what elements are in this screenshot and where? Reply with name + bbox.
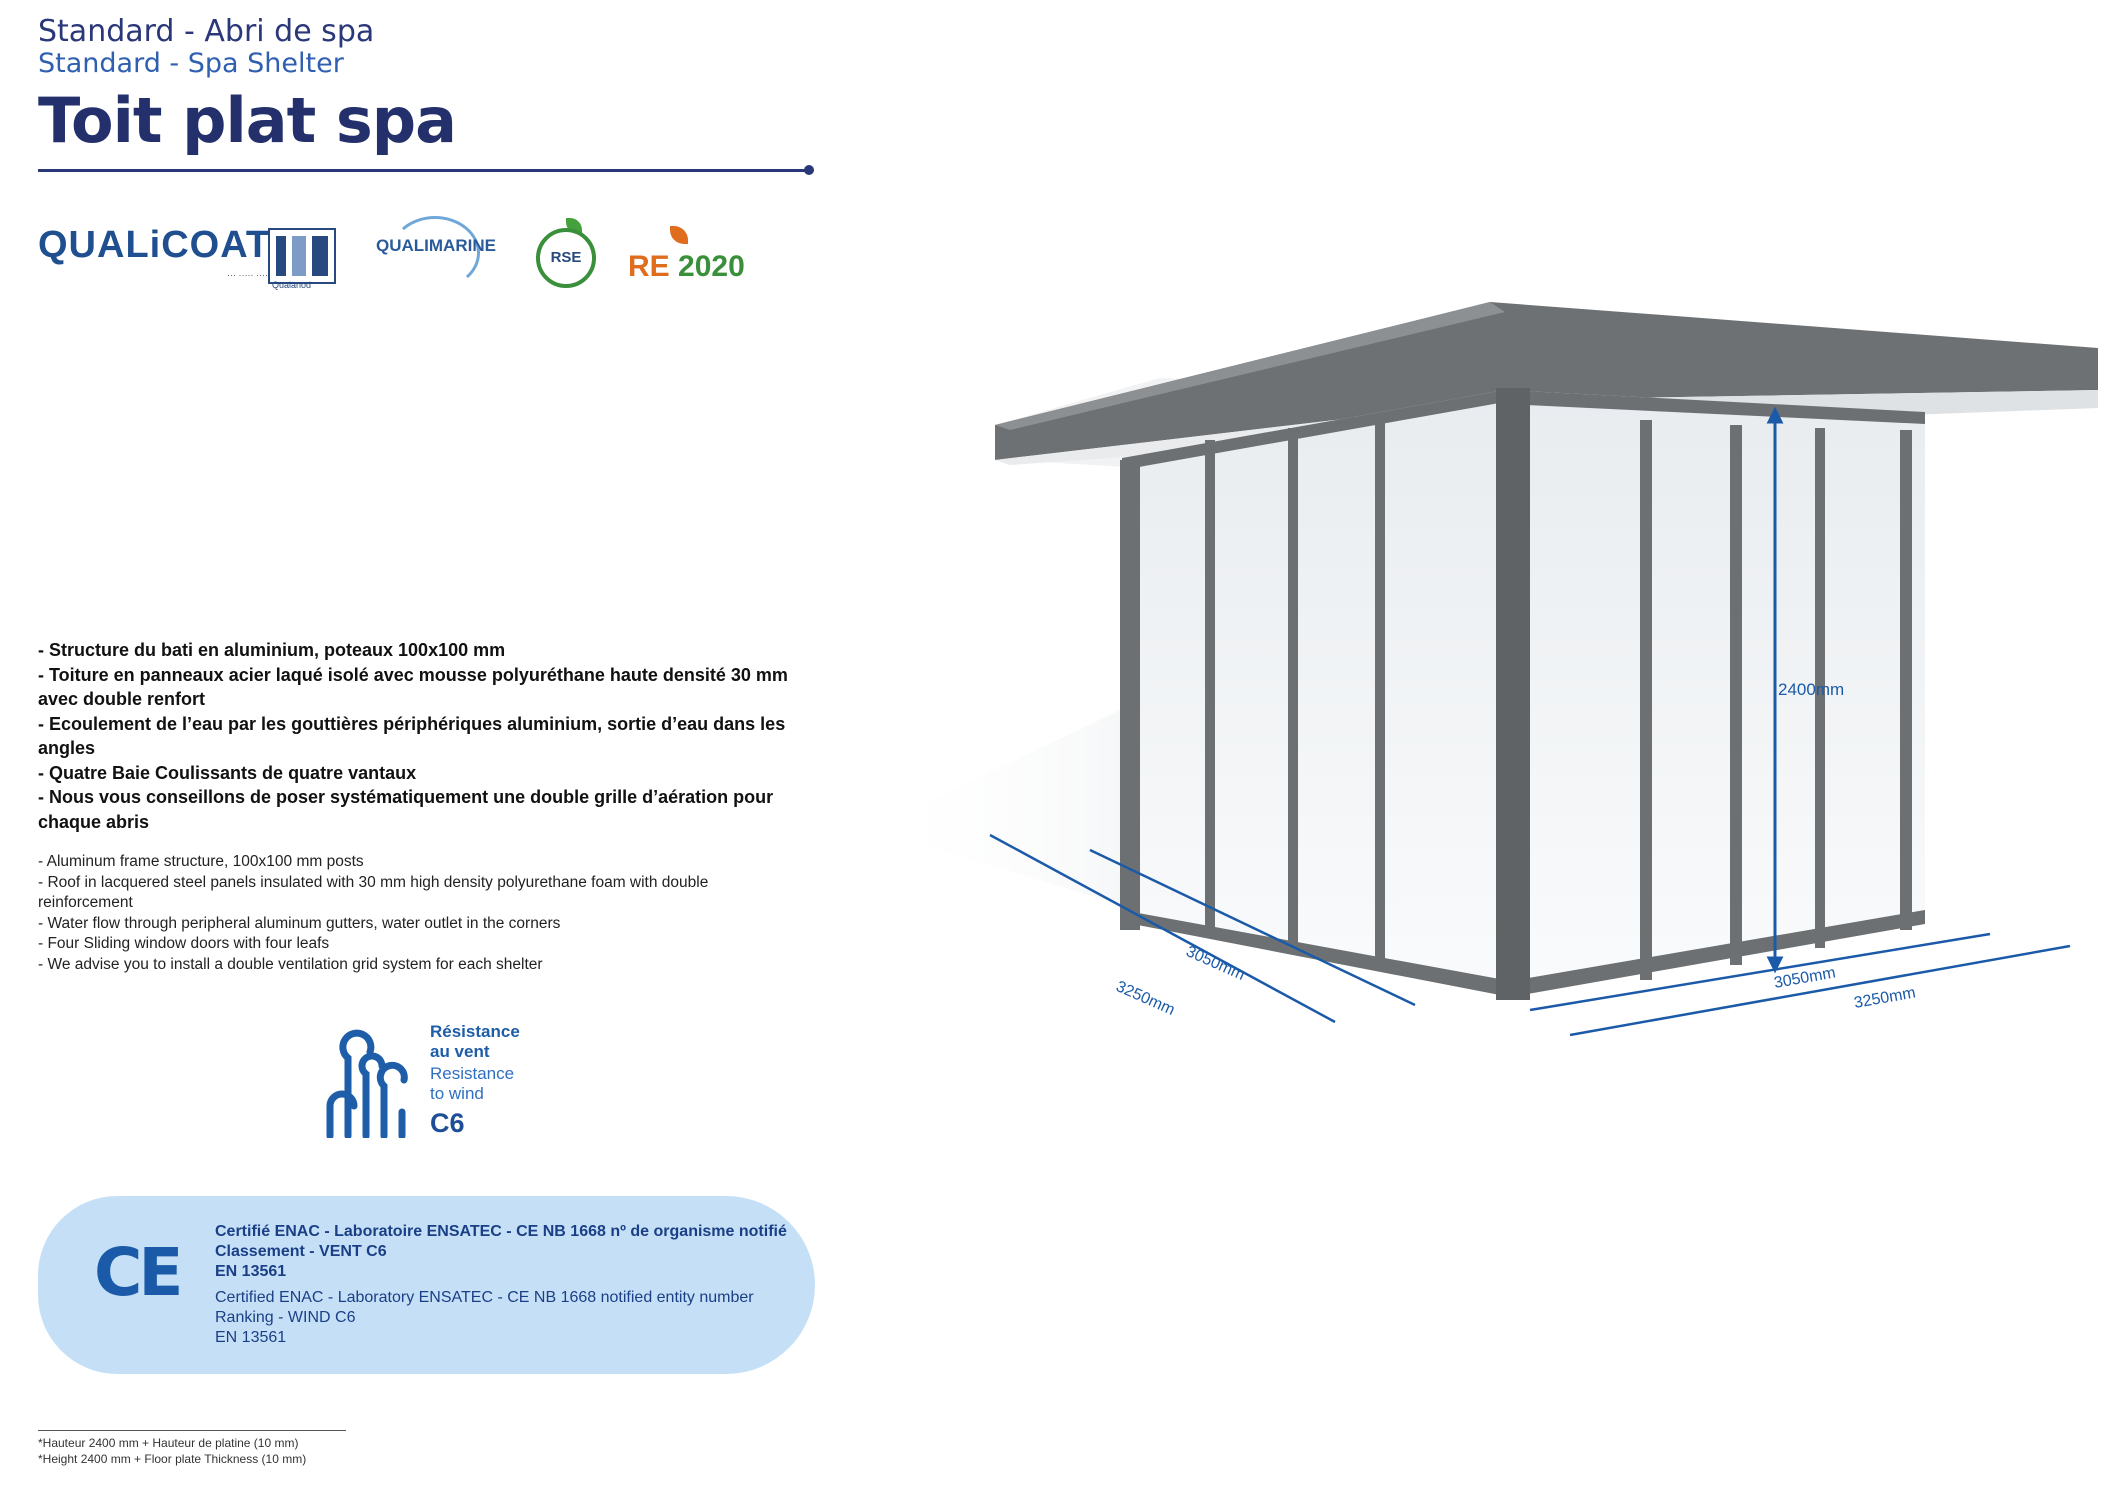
qualanod-logo xyxy=(268,228,336,284)
list-item: - Roof in lacquered steel panels insulat… xyxy=(38,873,709,912)
re2020-leaf-icon xyxy=(670,226,688,244)
left-wall xyxy=(1120,390,1505,996)
divider-dot xyxy=(804,165,814,175)
footnote-english: *Height 2400 mm + Floor plate Thickness … xyxy=(38,1452,307,1466)
re2020-logo-re: RE xyxy=(628,250,670,283)
ce-mark-icon: CE xyxy=(94,1234,184,1311)
re2020-logo-year: 2020 xyxy=(678,250,745,283)
list-item: - Structure du bati en aluminium, poteau… xyxy=(38,640,506,660)
cert-fr-line-3: EN 13561 xyxy=(215,1263,287,1280)
spa-shelter-drawing: 2400mm 3250mm 3050mm 3050mm 3250mm xyxy=(870,302,2098,1037)
features-list-french: - Structure du bati en aluminium, poteau… xyxy=(38,638,798,834)
wind-class: C6 xyxy=(430,1108,465,1138)
wind-label-english: Resistance to wind xyxy=(430,1064,514,1104)
right-outer-dimension: 3250mm xyxy=(1853,984,1917,1012)
cert-en-line-3: EN 13561 xyxy=(215,1329,287,1346)
footnote: *Hauteur 2400 mm + Hauteur de platine (1… xyxy=(38,1435,306,1467)
page-title: Toit plat spa xyxy=(38,84,457,157)
qualimarine-wave-icon xyxy=(390,216,480,290)
left-dimension-lines xyxy=(989,833,1416,1024)
list-item: - Water flow through peripheral aluminum… xyxy=(38,914,561,932)
footnote-french: *Hauteur 2400 mm + Hauteur de platine (1… xyxy=(38,1436,299,1450)
list-item: - Quatre Baie Coulissants de quatre vant… xyxy=(38,762,417,783)
wind-label-english-line2: to wind xyxy=(430,1084,484,1103)
right-dimension-lines xyxy=(1529,932,2071,1037)
list-item: - We advise you to install a double vent… xyxy=(38,955,543,973)
wind-label-french: Résistance au vent xyxy=(430,1022,520,1062)
subtitle-english: Standard - Spa Shelter xyxy=(38,48,344,79)
subtitle-french: Standard - Abri de spa xyxy=(38,14,375,49)
right-wall xyxy=(1505,390,1925,998)
left-outer-dimension: 3250mm xyxy=(1113,978,1177,1019)
list-item: - Ecoulement de l’eau par les gouttières… xyxy=(38,713,786,759)
wind-icon xyxy=(326,1029,408,1138)
features-list-english: - Aluminum frame structure, 100x100 mm p… xyxy=(38,852,798,975)
footnote-divider xyxy=(38,1430,346,1431)
list-item: - Toiture en panneaux acier laqué isolé … xyxy=(38,664,788,710)
list-item: - Nous vous conseillons de poser systéma… xyxy=(38,787,774,832)
height-label: 2400mm xyxy=(1778,680,1844,699)
rse-logo: RSE xyxy=(536,228,596,288)
corner-post xyxy=(1496,388,1530,1000)
height-dimension xyxy=(1766,406,1784,974)
ce-certification-text: Certifié ENAC - Laboratoire ENSATEC - CE… xyxy=(215,1222,815,1348)
qualicoat-logo: QUALiCOAT xyxy=(38,224,271,266)
left-inner-dimension: 3050mm xyxy=(1183,943,1247,984)
ce-certification-panel: CE Certifié ENAC - Laboratoire ENSATEC -… xyxy=(38,1196,815,1374)
title-divider xyxy=(38,169,810,172)
wind-label-french-line1: Résistance xyxy=(430,1022,520,1041)
list-item: - Four Sliding window doors with four le… xyxy=(38,935,330,952)
wind-resistance-badge: Résistance au vent Resistance to wind C6 xyxy=(322,1022,582,1142)
wind-label-french-line2: au vent xyxy=(430,1042,490,1061)
cert-en-line-1: Certified ENAC - Laboratory ENSATEC - CE… xyxy=(215,1289,754,1306)
list-item: - Aluminum frame structure, 100x100 mm p… xyxy=(38,853,364,870)
cert-fr-line-2: Classement - VENT C6 xyxy=(215,1243,387,1260)
qualicoat-logo-tagline: ··· ····· ···· xyxy=(227,270,268,280)
certification-logos: QUALiCOAT ··· ····· ···· Qualanod QUALIM… xyxy=(38,214,758,294)
qualimarine-logo: QUALIMARINE xyxy=(376,236,496,255)
cert-fr-line-1: Certifié ENAC - Laboratoire ENSATEC - CE… xyxy=(215,1223,787,1240)
wind-label-english-line1: Resistance xyxy=(430,1064,515,1083)
re2020-logo: RE 2020 xyxy=(628,250,745,284)
qualanod-caption: Qualanod xyxy=(272,280,312,290)
cert-en-line-2: Ranking - WIND C6 xyxy=(215,1309,356,1326)
qualanod-emblem-icon xyxy=(276,236,328,276)
